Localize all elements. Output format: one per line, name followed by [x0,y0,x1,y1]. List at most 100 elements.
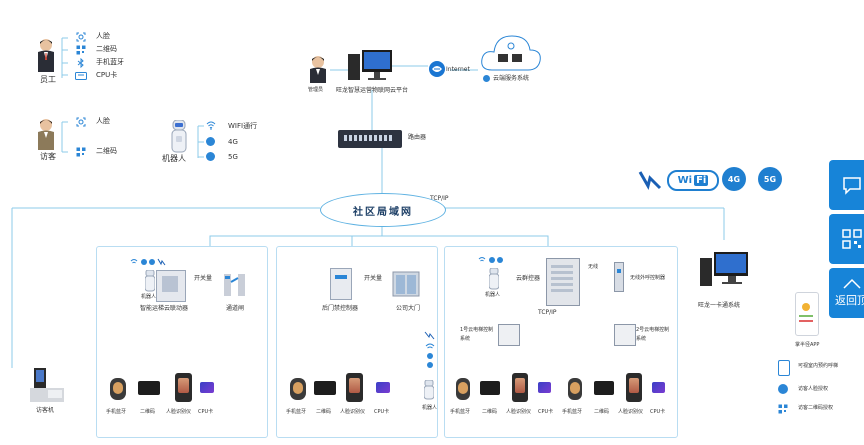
panel2-qr-reader [314,381,336,395]
robot-item-wifi: WIFI通行 [228,122,258,130]
5g-badge: 5G [758,167,782,191]
platform-computer-icon [348,50,392,84]
panel3-outcall-label: 无线外呼控制器 [630,275,666,281]
panel3-elevator2-icon [614,324,636,346]
staff-role-label: 员工 [40,75,56,84]
signal-icon [638,168,662,190]
panel2-reader-card: CPU卡 [374,409,390,415]
wifi-badge-label-2: Fi [694,175,709,186]
robot-icon [170,120,188,154]
4g-icon [206,137,215,146]
app-face-auth-icon [778,384,788,394]
sidebar-chat-button[interactable] [829,160,864,210]
lan-ellipse: 社区局域网 [320,193,446,227]
internet-label: Internet [446,66,470,73]
panel2-door-label: 公司大门 [396,305,421,312]
panel1-reader-qr: 二维码 [140,409,156,415]
panel3-tcpip-label: TCP/IP [538,309,557,316]
panel3-a-reader-face: 人脸识别仪 [506,409,532,415]
panel1-gate-label: 通道闸 [226,305,245,312]
4g-badge: 4G [722,167,746,191]
panel3-wifi-icons [478,256,508,264]
panel3-a-reader-qr: 二维码 [482,409,498,415]
wifi-badge-label: Wi [677,175,693,186]
panel1-robot-icon [145,270,155,292]
staff-item-qr: 二维码 [96,45,117,53]
panel3-a-reader-card: CPU卡 [538,409,554,415]
admin-avatar [308,55,328,85]
staff-avatar [36,38,56,74]
panel1-wifi-icons [130,258,166,266]
router-icon [338,130,402,148]
5g-icon [206,152,215,161]
chevron-up-icon [842,278,861,289]
internet-icon [428,60,446,78]
panel3-a-reader-bluetooth: 手机蓝牙 [450,409,471,415]
visitor-machine-icon [30,368,64,404]
panel1-bluetooth-reader [110,378,126,400]
platform-label: 旺龙智慧运营物联网云平台 [336,87,409,94]
visitor-role-label: 访客 [40,152,56,161]
lan-label: 社区局域网 [353,206,413,218]
panel1-controller-label: 智能运梯云联动器 [140,305,189,312]
panel3-b-face-reader [626,373,642,402]
panel3-cloud-ctrl-icon [546,258,580,306]
one-card-computer-icon [700,252,748,290]
panel3-wireless-label: 无线 [588,264,599,270]
panel3-cloud-ctrl-label: 云群控器 [516,275,541,282]
visitor-qr-icon [76,147,86,157]
panel2-bluetooth-reader [290,378,306,400]
4g-badge-label: 4G [727,174,741,184]
panel3-a-cpu-card [538,382,551,393]
panel2-door-icon [392,270,420,298]
panel3-b-bluetooth-reader [568,378,582,400]
staff-qr-icon [76,45,86,55]
admin-label: 管理员 [308,87,324,93]
5g-badge-label: 5G [763,174,777,184]
panel2-reader-face: 人脸识别仪 [340,409,366,415]
wifi-icon [206,121,216,130]
panel3-elevator2-label: 2号云电梯控制系统 [636,327,670,342]
sidebar-back-top-button[interactable]: 返回顶 [829,268,864,318]
panel3-robot-label: 机器人 [485,292,501,298]
panel3-a-qr-reader [480,381,500,395]
panel3-a-face-reader [512,373,528,402]
staff-item-card: CPU卡 [96,71,118,79]
app-name-label: 掌半径APP [795,342,820,348]
router-label: 路由器 [408,134,427,141]
panel3-a-bluetooth-reader [456,378,470,400]
one-card-label: 旺龙一卡通系统 [698,302,741,309]
staff-item-face: 人脸 [96,32,110,40]
chat-icon [842,177,861,195]
visitor-face-icon [76,117,86,127]
app-call-elevator-icon [778,360,790,376]
panel2-wireless-icons [424,330,436,370]
visitor-avatar [36,118,56,152]
panel1-controller-icon [156,270,186,302]
panel3-outcall-icon [614,262,624,292]
sidebar-qrcode-button[interactable] [829,214,864,264]
panel3-elevator1-label: 1号云电梯控制系统 [460,327,494,342]
panel1-face-reader [175,373,192,402]
panel3-b-qr-reader [594,381,614,395]
panel3-b-cpu-card [652,382,665,393]
panel2-cpu-card [376,382,390,393]
staff-bluetooth-icon [77,58,85,68]
cloud-label: 云端服务系统 [493,75,530,82]
panel2-reader-bluetooth: 手机蓝牙 [286,409,307,415]
tcpip-label: TCP/IP [430,195,449,202]
panel1-robot-label: 机器人 [141,294,157,300]
panel3-robot-icon [489,268,499,290]
panel2-robot-icon [424,380,434,400]
visitor-machine-label: 访客机 [36,407,55,414]
panel2-controller-icon [330,268,352,300]
cloud-icon [478,30,544,74]
staff-item-bluetooth: 手机蓝牙 [96,58,124,66]
robot-item-4g: 4G [228,138,238,146]
panel3-elevator1-icon [498,324,520,346]
panel1-cpu-card [200,382,214,393]
panel3-b-reader-bluetooth: 手机蓝牙 [562,409,583,415]
panel1-reader-face: 人脸识别仪 [166,409,192,415]
app-feature-face-auth: 访客人脸授权 [798,386,829,392]
wifi-badge: Wi Fi [667,170,719,191]
